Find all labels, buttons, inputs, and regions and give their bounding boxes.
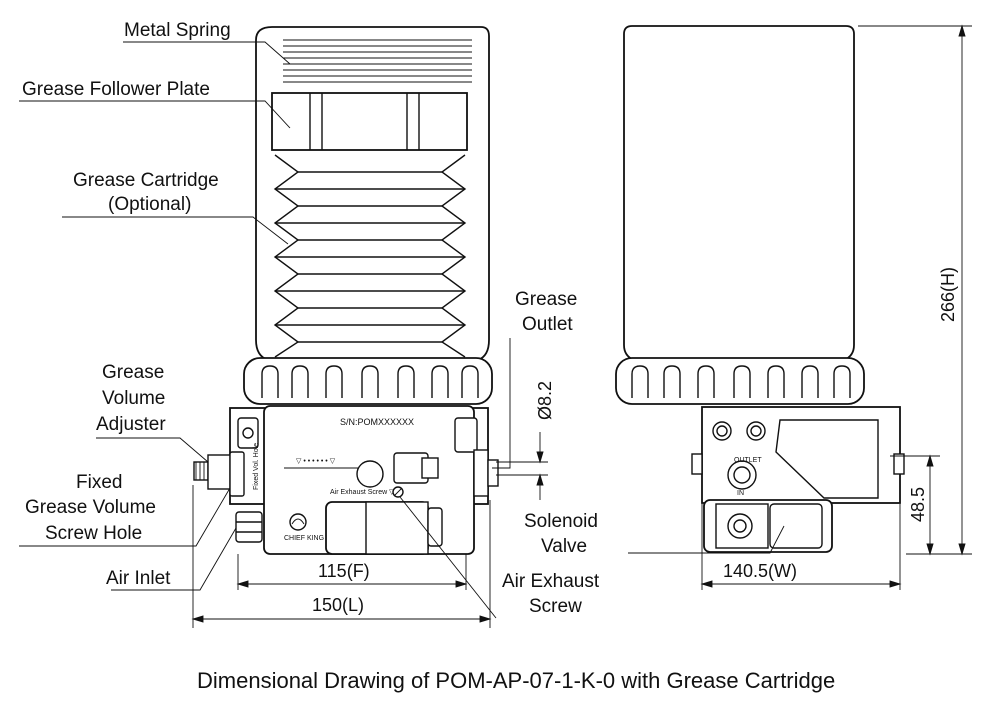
front-reservoir-outline: [255, 26, 490, 361]
follower-plate: [271, 92, 468, 151]
side-ribbed-ring: [615, 357, 865, 405]
front-ribbed-ring: [243, 357, 493, 405]
label-grease-outlet-1: Grease: [515, 289, 577, 310]
dim-266h: 266(H): [938, 267, 958, 322]
label-grease-outlet-2: Outlet: [522, 314, 573, 335]
label-adjuster-1: Grease: [102, 362, 164, 383]
air-exhaust-screw-text: Air Exhaust Screw ▽: [330, 489, 395, 496]
label-follower-plate: Grease Follower Plate: [22, 79, 210, 100]
leader-lines: [19, 41, 785, 619]
svg-text:CHIEF KING: CHIEF KING: [284, 535, 324, 542]
side-ring-ribs: [631, 365, 851, 398]
label-adjuster-2: Volume: [102, 388, 165, 409]
front-view: S/N:POMXXXXXX ▽ • • • • • • ▽ Air Exhaus…: [193, 26, 499, 555]
side-reservoir-outline: [623, 25, 855, 361]
label-cartridge-1: Grease Cartridge: [73, 170, 219, 191]
grease-outlet-fitting: [473, 449, 499, 497]
metal-spring-icon: [283, 39, 472, 83]
label-fixed-2: Grease Volume: [25, 497, 156, 518]
dim-140w: 140.5(W): [723, 561, 797, 581]
front-pump-base: S/N:POMXXXXXX ▽ • • • • • • ▽ Air Exhaus…: [193, 405, 499, 555]
label-adjuster-3: Adjuster: [96, 414, 166, 435]
label-metal-spring: Metal Spring: [124, 20, 231, 41]
dim-150l: 150(L): [312, 595, 364, 615]
rotation-mark-text: ▽ • • • • • • ▽: [296, 458, 336, 465]
label-air-exhaust-2: Screw: [529, 596, 582, 617]
volume-adjuster-knob: Fixed Vol. Hole: [193, 443, 260, 497]
label-air-inlet: Air Inlet: [106, 568, 171, 589]
side-outlet-port: OUTLET IN: [727, 457, 762, 497]
outlet-plug: [393, 452, 439, 484]
chief-king-logo: CHIEF KING: [284, 513, 324, 542]
grease-cartridge-bellows: [273, 154, 467, 358]
serial-number-text: S/N:POMXXXXXX: [340, 417, 414, 427]
air-inlet-fitting: [235, 511, 263, 543]
dim-diameter: Ø8.2: [535, 381, 555, 420]
side-view: OUTLET IN: [615, 25, 905, 553]
label-solenoid-1: Solenoid: [524, 511, 598, 532]
drawing-caption: Dimensional Drawing of POM-AP-07-1-K-0 w…: [197, 668, 835, 693]
front-solenoid-valve: [325, 501, 443, 555]
svg-text:IN: IN: [737, 490, 744, 497]
svg-text:OUTLET: OUTLET: [734, 457, 762, 464]
label-air-exhaust-1: Air Exhaust: [502, 571, 600, 592]
callout-labels: Metal Spring Grease Follower Plate Greas…: [22, 20, 600, 617]
side-pump-base: OUTLET IN: [691, 406, 905, 504]
label-fixed-3: Screw Hole: [45, 523, 142, 544]
side-solenoid-valve: [703, 499, 833, 553]
label-cartridge-2: (Optional): [108, 194, 191, 215]
dimension-labels: Ø8.2 115(F) 150(L) 140.5(W) 266(H) 48.5: [312, 267, 958, 615]
dim-48-5: 48.5: [908, 487, 928, 522]
label-solenoid-2: Valve: [541, 536, 587, 557]
svg-text:Fixed Vol. Hole: Fixed Vol. Hole: [253, 443, 260, 490]
dimension-lines: [191, 24, 972, 628]
dim-115f: 115(F): [318, 561, 370, 581]
label-fixed-1: Fixed: [76, 472, 122, 493]
